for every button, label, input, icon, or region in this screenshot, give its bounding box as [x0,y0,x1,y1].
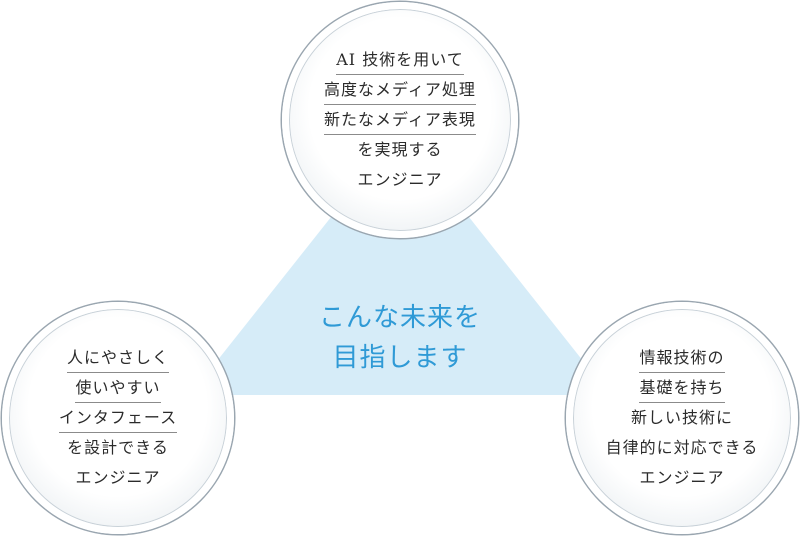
center-heading-line-1: こんな未来を [318,303,481,333]
right-circle-line-5: エンジニア [639,468,725,487]
right-circle-line-3: 新しい技術に [630,408,733,427]
center-heading-line-2: 目指します [332,343,468,373]
right-circle-line-2: 基礎を持ち [639,373,725,403]
right-circle-text: 情報技術の 基礎を持ち 新しい技術に 自律的に対応できる エンジニア [606,343,759,493]
top-circle-text: AI 技術を用いて 高度なメディア処理 新たなメディア表現 を実現する エンジニ… [324,45,476,195]
left-circle-line-5: エンジニア [75,468,161,487]
center-heading: こんな未来を 目指します [280,298,520,378]
left-circle-text: 人にやさしく 使いやすい インタフェース を設計できる エンジニア [58,343,178,493]
left-circle-line-4: を設計できる [67,438,169,457]
right-circle-line-1: 情報技術の [639,343,725,373]
left-circle-line-2: 使いやすい [75,373,161,403]
right-circle: 情報技術の 基礎を持ち 新しい技術に 自律的に対応できる エンジニア [566,302,798,534]
top-circle-line-1: AI 技術を用いて [336,45,464,75]
top-circle-line-2: 高度なメディア処理 [324,75,476,105]
top-circle-line-4: を実現する [357,140,443,159]
top-circle: AI 技術を用いて 高度なメディア処理 新たなメディア表現 を実現する エンジニ… [282,2,518,238]
left-circle: 人にやさしく 使いやすい インタフェース を設計できる エンジニア [2,302,234,534]
center-triangle [190,130,610,395]
left-circle-line-3: インタフェース [58,403,178,433]
top-circle-line-5: エンジニア [357,170,443,189]
top-circle-line-3: 新たなメディア表現 [324,105,476,135]
right-circle-line-4: 自律的に対応できる [605,438,759,457]
left-circle-line-1: 人にやさしく [66,343,169,373]
